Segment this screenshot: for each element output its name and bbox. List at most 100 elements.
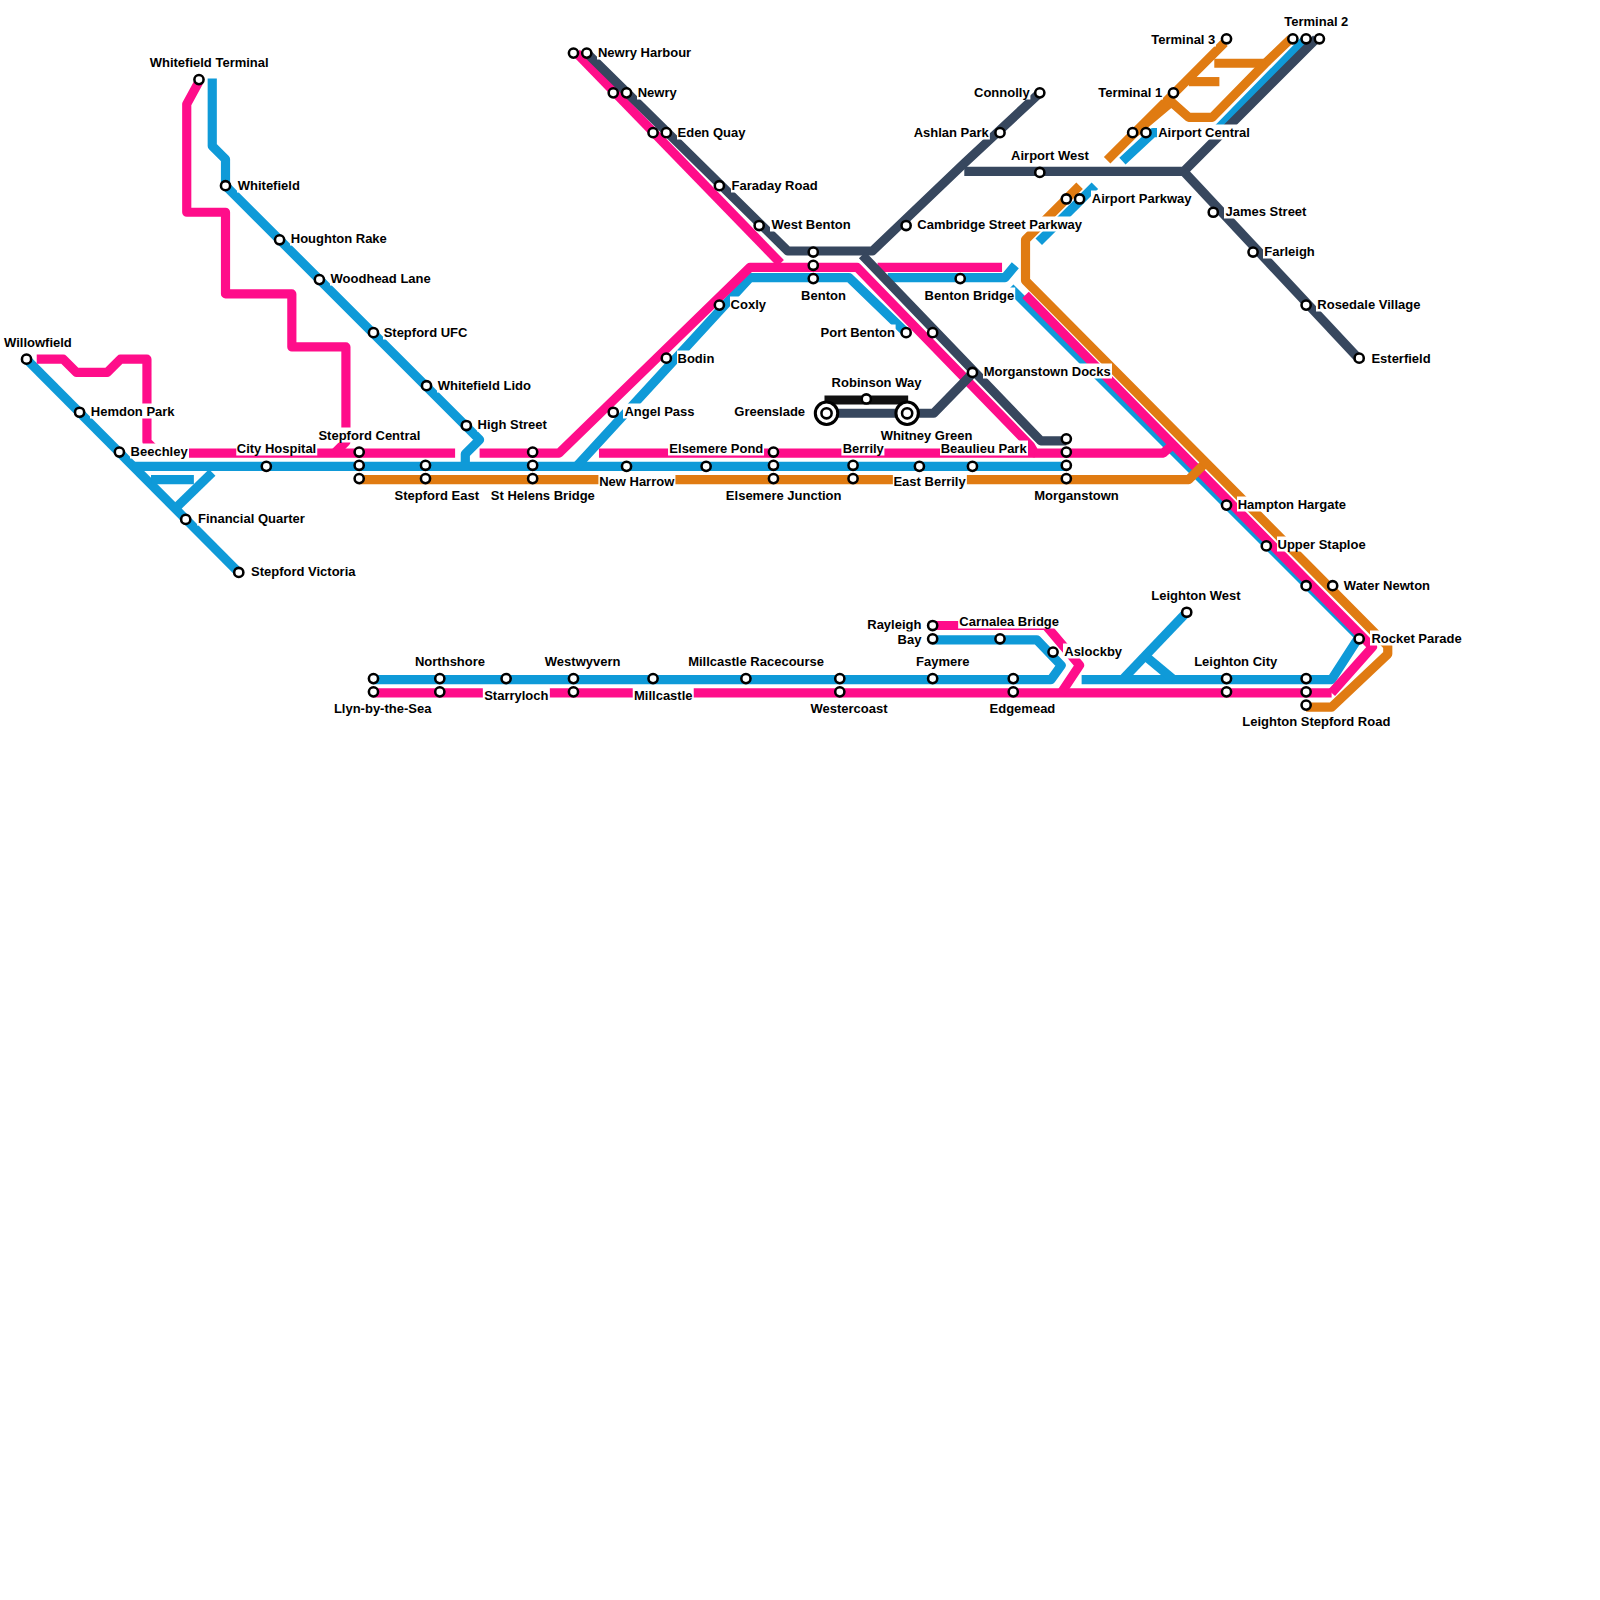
station-dot [1048, 647, 1057, 656]
station-label: West Benton [770, 217, 851, 232]
station-label: Faymere [915, 654, 970, 669]
station-dot [928, 621, 937, 630]
station-label: Financial Quarter [197, 511, 306, 526]
station-label: New Harrow [598, 473, 675, 488]
station-label: Port Benton [820, 324, 896, 339]
station-dot [1302, 687, 1311, 696]
station-label: Leighton City [1193, 654, 1278, 669]
station-dot [769, 461, 778, 470]
station-dot [968, 462, 977, 471]
station-dot [1222, 674, 1231, 683]
station-dot [1248, 247, 1257, 256]
station-label: Hampton Hargate [1237, 497, 1347, 512]
station-dot [435, 674, 444, 683]
station-dot [1302, 581, 1311, 590]
station-label: Rayleigh [866, 617, 922, 632]
station-dot [648, 674, 657, 683]
station-dot [528, 474, 537, 483]
station-label: Cambridge Street Parkway [916, 217, 1083, 232]
station-dot [355, 447, 364, 456]
station-label: Millcastle Racecourse [687, 654, 825, 669]
station-dot [234, 568, 243, 577]
station-dot [1035, 168, 1044, 177]
station-label: Starryloch [483, 687, 549, 702]
station-dot [995, 634, 1004, 643]
station-dot [262, 462, 271, 471]
station-label: Connolly [973, 84, 1031, 99]
station-label: Benton [800, 287, 847, 302]
station-label: Stepford Victoria [250, 564, 357, 579]
route-line [1122, 612, 1186, 679]
interchange-dot [902, 408, 912, 418]
station-dot [848, 474, 857, 483]
station-dot [809, 274, 818, 283]
station-dot [355, 461, 364, 470]
station-dot [1222, 34, 1231, 43]
station-label: James Street [1224, 204, 1307, 219]
station-label: Leighton West [1150, 587, 1241, 602]
route-line [37, 359, 455, 453]
station-label: Willowfield [3, 334, 73, 349]
station-dot [1302, 301, 1311, 310]
station-dot [902, 221, 911, 230]
station-label: Bodin [677, 351, 716, 366]
station-dot [622, 462, 631, 471]
station-dot [115, 447, 124, 456]
route-line [1184, 171, 1360, 359]
station-dot [956, 274, 965, 283]
route-line [577, 278, 907, 467]
station-label: Whitefield [237, 177, 301, 192]
station-label: Stepford UFC [383, 324, 469, 339]
station-dot [609, 88, 618, 97]
station-dot [582, 48, 591, 57]
station-label: Angel Pass [623, 404, 695, 419]
station-label: Terminal 3 [1150, 31, 1216, 46]
station-dot [1062, 434, 1071, 443]
route-line [151, 475, 194, 484]
station-dot [809, 261, 818, 270]
station-dot [421, 461, 430, 470]
station-dot [569, 687, 578, 696]
route-line [359, 464, 1204, 479]
station-label: Esterfield [1370, 351, 1431, 366]
station-dot [809, 247, 818, 256]
station-dot [928, 634, 937, 643]
station-label: Carnalea Bridge [958, 614, 1060, 629]
route-line [1189, 77, 1220, 86]
station-label: Robinson Way [831, 374, 923, 389]
station-label: City Hospital [236, 440, 317, 455]
station-label: Terminal 2 [1283, 14, 1349, 29]
station-label: Whitefield Lido [437, 377, 532, 392]
interchange-ring [896, 402, 918, 424]
station-dot [609, 408, 618, 417]
station-dot [1009, 674, 1018, 683]
station-dot [769, 447, 778, 456]
station-label: Woodhead Lane [330, 270, 432, 285]
station-dot [902, 328, 911, 337]
route-line [480, 267, 1172, 453]
station-dot [928, 674, 937, 683]
station-label: Elsemere Junction [725, 487, 843, 502]
station-label: Stepford East [393, 487, 480, 502]
station-label: Newry [637, 84, 678, 99]
station-dot [569, 674, 578, 683]
station-dot [741, 674, 750, 683]
station-label: Whitefield Terminal [149, 55, 270, 70]
station-label: Houghton Rake [290, 230, 388, 245]
station-label: Newry Harbour [597, 45, 692, 60]
station-label: Millcastle [633, 687, 694, 702]
station-label: Airport Parkway [1091, 190, 1193, 205]
station-label: High Street [477, 417, 548, 432]
station-dot [369, 328, 378, 337]
station-dot [835, 687, 844, 696]
station-dot [435, 687, 444, 696]
station-label: Westwyvern [544, 654, 622, 669]
station-label: Westercoast [809, 701, 888, 716]
station-label: Berrily [842, 440, 885, 455]
station-label: Airport Central [1157, 124, 1251, 139]
station-dot [769, 474, 778, 483]
station-label: Beaulieu Park [940, 440, 1028, 455]
station-dot [1328, 581, 1337, 590]
